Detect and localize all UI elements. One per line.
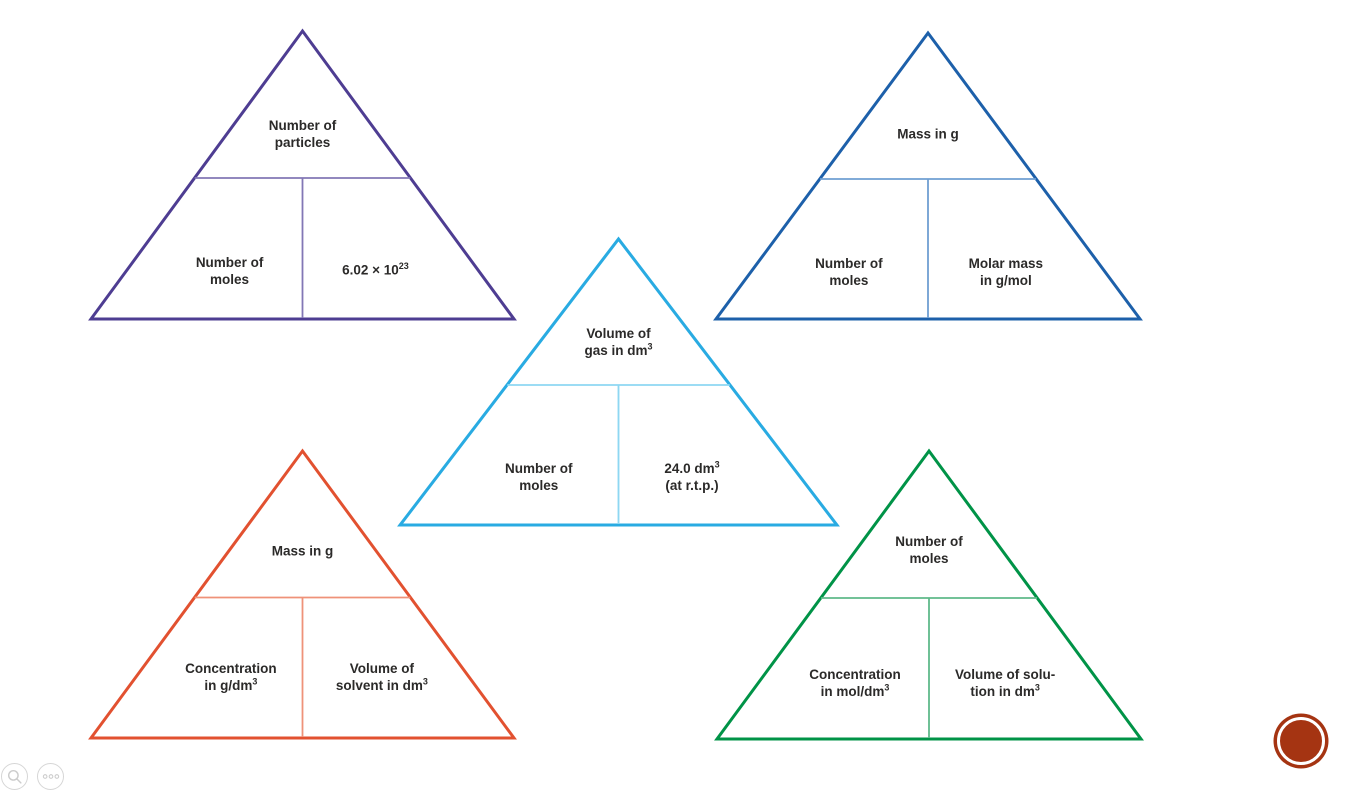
zoom-search-button[interactable] xyxy=(1,763,28,790)
triangle-top-label: Volume of gas in dm3 xyxy=(584,325,653,358)
triangle-bottom-right-label: 24.0 dm3 (at r.t.p.) xyxy=(664,459,720,493)
triangle-bottom-right-label: Volume of solu- tion in dm3 xyxy=(954,666,1056,699)
ellipsis-icon xyxy=(42,772,60,781)
triangle-bottom-right-label: Volume of solvent in dm3 xyxy=(335,661,428,694)
triangle-bottom-right-label: 6.02 × 1023 xyxy=(342,260,409,278)
triangle-outline xyxy=(397,236,840,527)
triangle-top-label: Number of moles xyxy=(895,534,963,567)
triangle-outline xyxy=(713,30,1143,321)
red-seal-outer xyxy=(1273,713,1329,769)
triangle-outline xyxy=(88,448,517,740)
more-options-button[interactable] xyxy=(37,763,64,790)
triangle-bottom-left-label: Concentration in g/dm3 xyxy=(185,661,277,694)
triangle-bottom-left-label: Concentration in mol/dm3 xyxy=(809,666,901,699)
gas-volume-triangle: Volume of gas in dm3 Number of moles 24.… xyxy=(397,236,840,528)
triangle-outline xyxy=(88,28,517,321)
molar-mass-triangle: Mass in g Number of moles Molar mass in … xyxy=(713,30,1143,322)
triangle-top-label: Mass in g xyxy=(271,543,334,559)
avogadro-triangle: Number of particles Number of moles 6.02… xyxy=(88,28,517,322)
red-seal-ring xyxy=(1277,717,1325,765)
red-seal-badge xyxy=(1272,712,1330,770)
triangle-bottom-left-label: Number of moles xyxy=(815,256,883,289)
triangle-bottom-left-label: Number of moles xyxy=(195,254,264,287)
triangle-bottom-left-label: Number of moles xyxy=(505,460,573,493)
molar-concentration-triangle: Number of moles Concentration in mol/dm3… xyxy=(714,448,1144,742)
triangle-top-label: Mass in g xyxy=(897,126,959,142)
triangle-outline xyxy=(714,448,1144,741)
mass-concentration-triangle: Mass in g Concentration in g/dm3 Volume … xyxy=(88,448,517,741)
magnifier-icon xyxy=(6,768,24,786)
triangle-top-label: Number of particles xyxy=(268,117,337,150)
triangle-bottom-right-label: Molar mass in g/mol xyxy=(968,256,1043,289)
